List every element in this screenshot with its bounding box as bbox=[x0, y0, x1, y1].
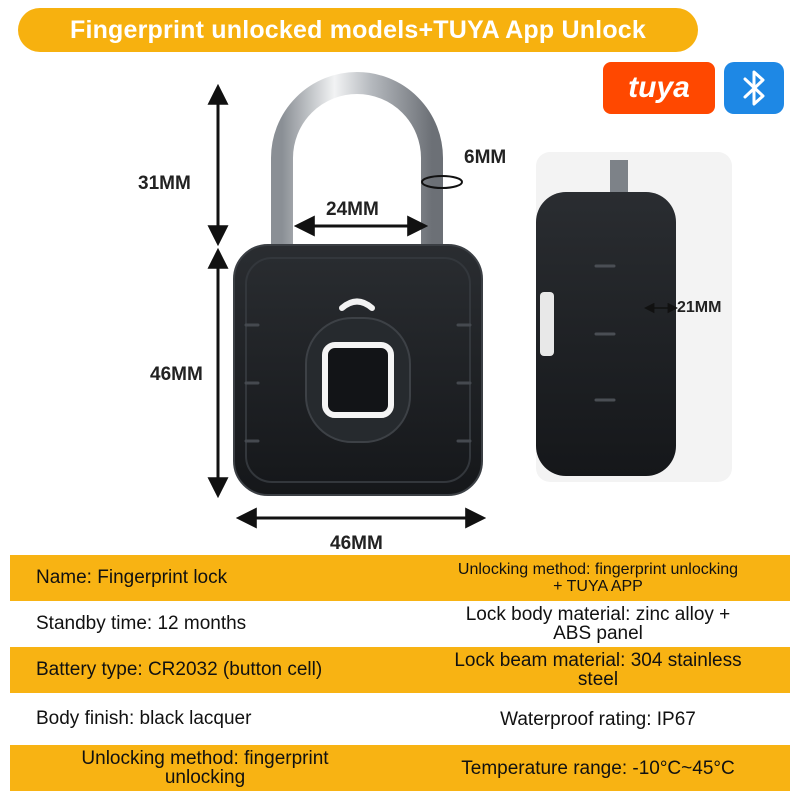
spec-waterproof: Waterproof rating: IP67 bbox=[500, 708, 696, 730]
spec-unlock-method-b-line2: unlocking bbox=[164, 767, 246, 788]
tuya-logo: tuya bbox=[603, 62, 715, 114]
spec-row: Name: Fingerprint lock Unlocking method:… bbox=[10, 555, 790, 601]
spec-row: Body finish: black lacquer Waterproof ra… bbox=[10, 693, 790, 745]
spec-unlock-method-a-line1: Unlocking method: fingerprint unlocking bbox=[457, 561, 739, 578]
spec-beam-material: Lock beam material: 304 stainless steel bbox=[400, 647, 790, 693]
spec-unlock-method-b: Unlocking method: fingerprint unlocking bbox=[10, 745, 400, 791]
spec-standby: Standby time: 12 months bbox=[36, 613, 247, 634]
spec-unlock-method-b-line1: Unlocking method: fingerprint bbox=[81, 748, 329, 769]
spec-table: Name: Fingerprint lock Unlocking method:… bbox=[10, 555, 790, 791]
product-banner: Fingerprint unlocked models+TUYA App Unl… bbox=[18, 8, 698, 52]
spec-temperature: Temperature range: -10°C~45°C bbox=[461, 757, 735, 779]
tuya-logo-text: tuya bbox=[628, 71, 690, 104]
dim-ring-shackle-diameter bbox=[421, 175, 463, 189]
label-body-width: 46MM bbox=[330, 533, 383, 554]
spec-body-material: Lock body material: zinc alloy + ABS pan… bbox=[400, 601, 790, 647]
lock-shackle bbox=[271, 72, 443, 258]
label-shackle-height: 31MM bbox=[138, 173, 191, 194]
fingerprint-sensor bbox=[322, 342, 394, 418]
spec-body-material-line2: ABS panel bbox=[553, 623, 643, 644]
label-body-height: 46MM bbox=[150, 364, 203, 385]
spec-battery: Battery type: CR2032 (button cell) bbox=[36, 659, 323, 680]
label-thickness: 21MM bbox=[677, 299, 722, 316]
label-shackle-width: 24MM bbox=[326, 199, 379, 220]
spec-name: Name: Fingerprint lock bbox=[36, 567, 228, 588]
spec-beam-material-line2: steel bbox=[577, 669, 619, 690]
spec-row: Standby time: 12 months Lock body materi… bbox=[10, 601, 790, 647]
status-led bbox=[339, 298, 375, 311]
spec-body-material-line1: Lock body material: zinc alloy + bbox=[465, 604, 731, 625]
lock-illustration bbox=[207, 72, 732, 529]
spec-unlock-method-a-line2: + TUYA APP bbox=[553, 578, 643, 595]
grip-lines bbox=[244, 323, 472, 443]
banner-title: Fingerprint unlocked models+TUYA App Unl… bbox=[69, 15, 647, 44]
spec-beam-material-line1: Lock beam material: 304 stainless bbox=[454, 650, 742, 671]
spec-unlock-method-a: Unlocking method: fingerprint unlocking … bbox=[400, 555, 790, 601]
bluetooth-glyph-icon bbox=[743, 70, 765, 106]
bluetooth-icon bbox=[724, 62, 784, 114]
spec-finish: Body finish: black lacquer bbox=[36, 708, 252, 729]
spec-row: Battery type: CR2032 (button cell) Lock … bbox=[10, 647, 790, 693]
label-shackle-diameter: 6MM bbox=[464, 147, 507, 168]
spec-row: Unlocking method: fingerprint unlocking … bbox=[10, 745, 790, 791]
